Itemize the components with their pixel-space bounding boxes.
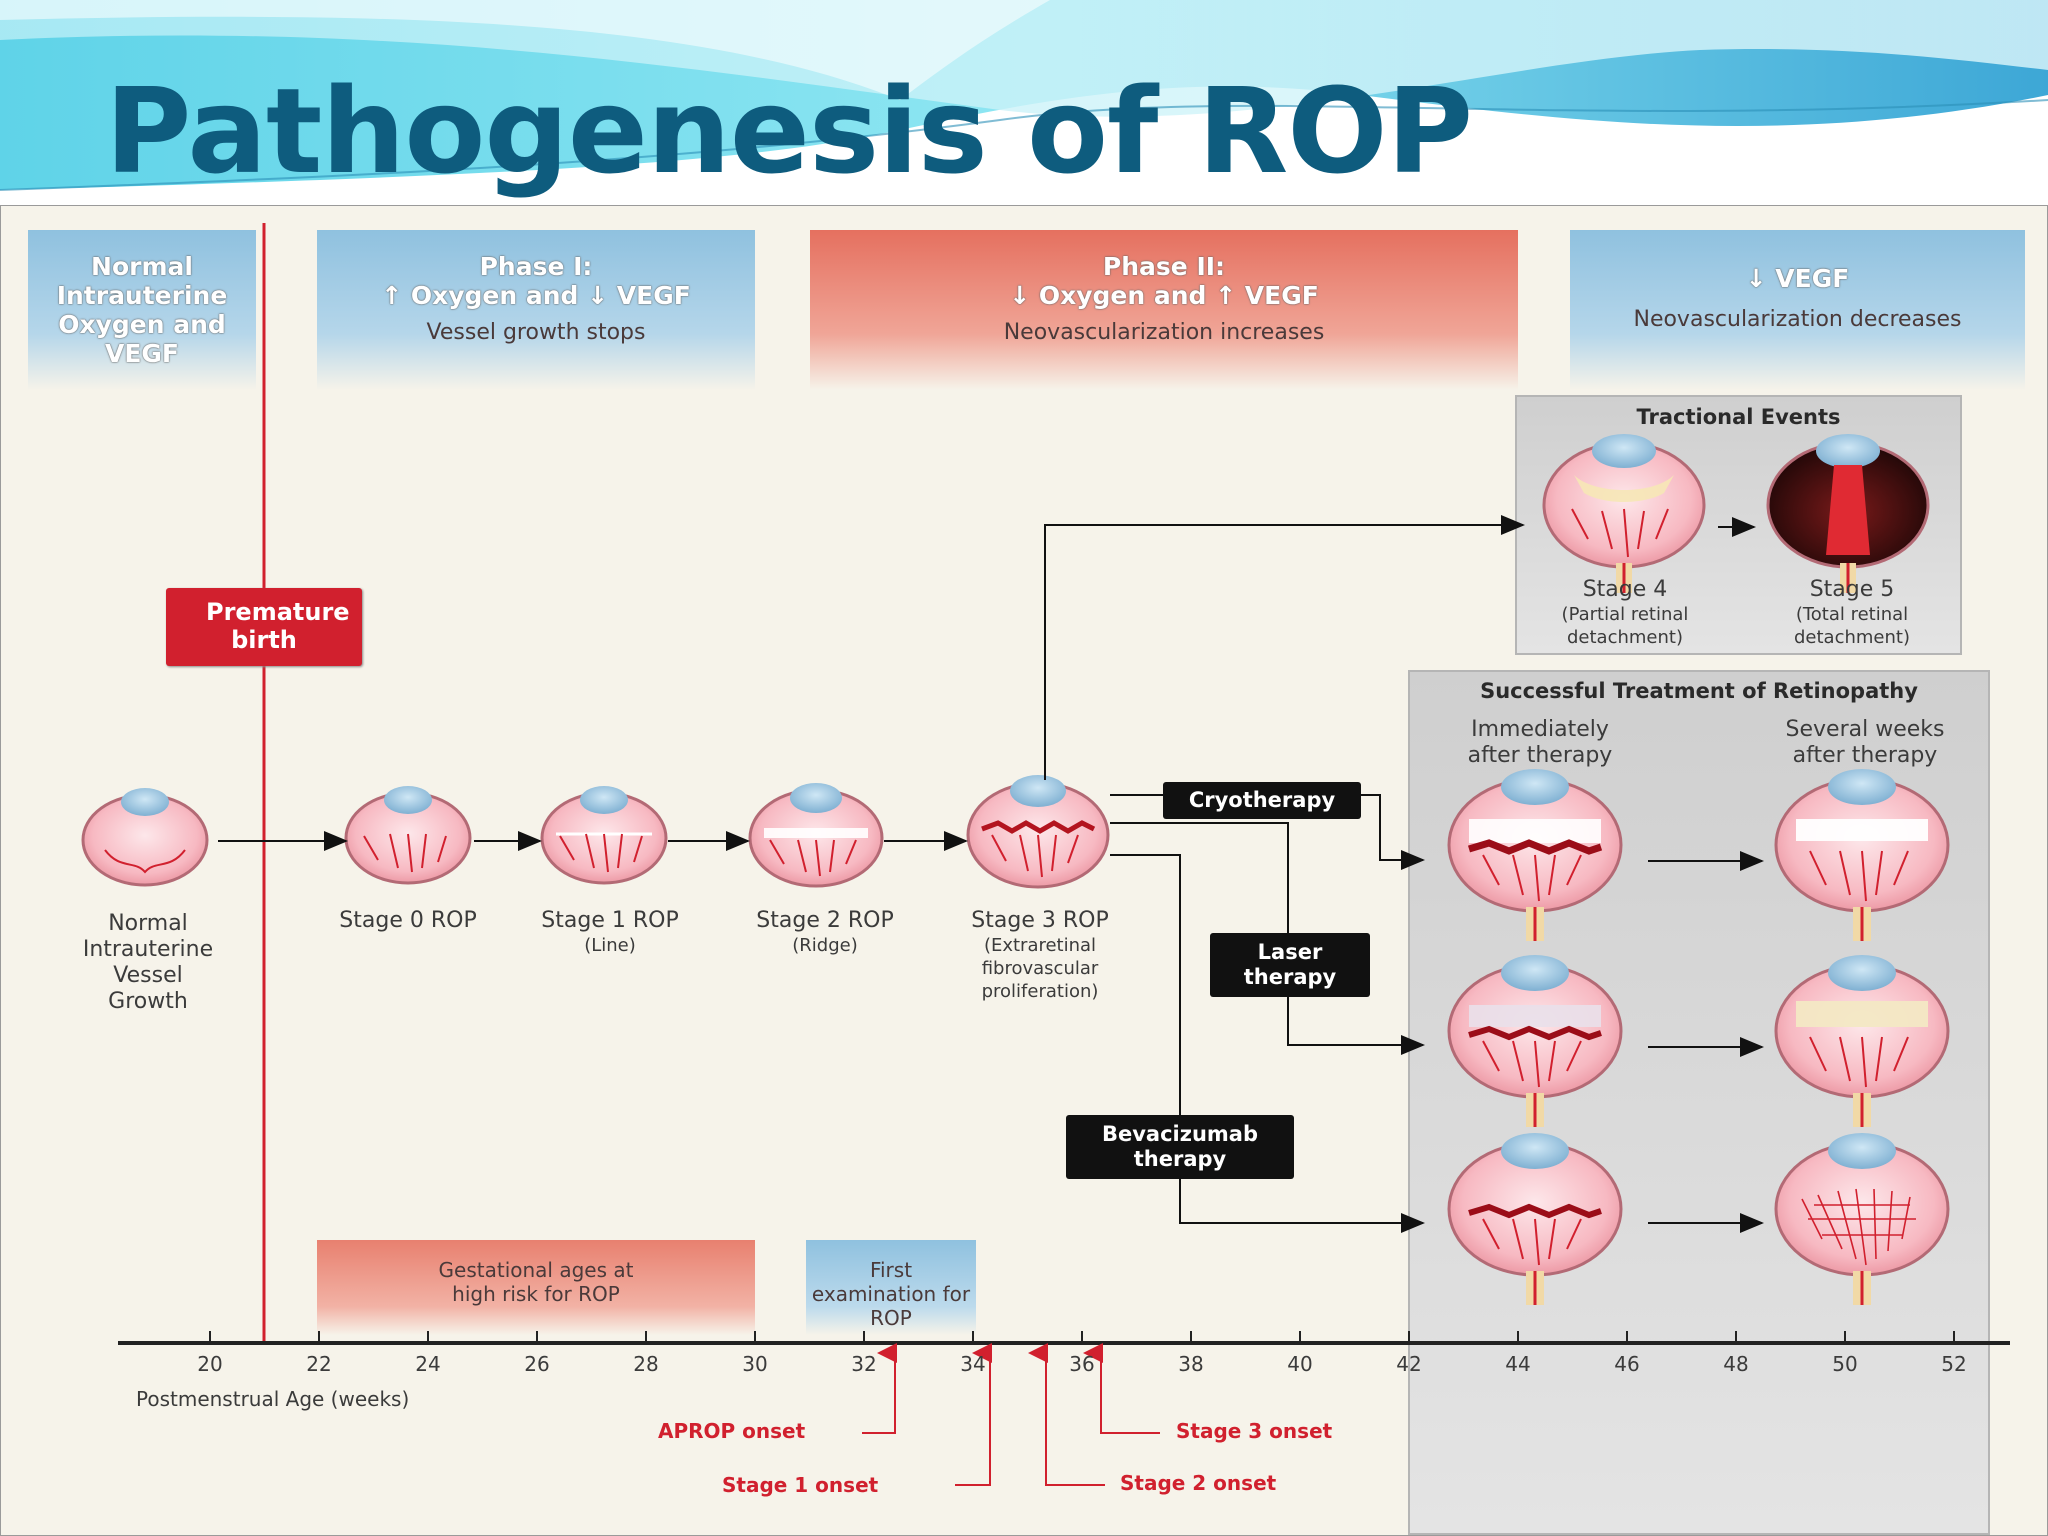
stage-sub-1: (Line): [584, 935, 636, 956]
stage-name-2: Stage 2 ROP: [756, 908, 894, 933]
header-wave-decoration: [0, 0, 2048, 191]
eye-beva-immediate: [1447, 1133, 1623, 1305]
first-exam-label: First examination for ROP: [811, 1258, 971, 1330]
tick-52: 52: [1941, 1352, 1967, 1376]
phase-band-phase2: Phase II: ↓ Oxygen and ↑ VEGF Neovascula…: [810, 230, 1518, 390]
eye-laser-weeks: [1774, 955, 1950, 1127]
laser-therapy-box: Laser therapy: [1210, 933, 1370, 997]
tick-30: 30: [742, 1352, 768, 1376]
tick-32: 32: [851, 1352, 877, 1376]
phase1-heading: Phase I:: [479, 252, 593, 281]
stage-name-normal: Normal Intrauterine Vessel Growth: [82, 911, 214, 1014]
stage-name-1: Stage 1 ROP: [541, 908, 679, 933]
tick-34: 34: [960, 1352, 986, 1376]
eye-cryo-immediate: [1447, 769, 1623, 941]
eye-stage4: [1542, 434, 1706, 593]
axis-title: Postmenstrual Age (weeks): [136, 1387, 410, 1411]
label-stage0: Stage 0 ROP: [318, 908, 498, 934]
eye-cryo-weeks: [1774, 769, 1950, 941]
eye-normal: [81, 788, 209, 887]
tick-46: 46: [1614, 1352, 1640, 1376]
eye-beva-weeks: [1774, 1133, 1950, 1305]
treatment-col-immediately: Immediately after therapy: [1425, 717, 1655, 769]
tick-28: 28: [633, 1352, 659, 1376]
tick-50: 50: [1832, 1352, 1858, 1376]
tick-36: 36: [1069, 1352, 1095, 1376]
age-axis-ticks: [209, 1331, 1955, 1343]
stage5-sub: (Total retinal detachment): [1794, 604, 1910, 648]
stage4-sub: (Partial retinal detachment): [1561, 604, 1689, 648]
tick-24: 24: [415, 1352, 441, 1376]
label-stage3: Stage 3 ROP (Extraretinal fibrovascular …: [955, 908, 1125, 1003]
high-risk-band: Gestational ages at high risk for ROP: [317, 1240, 755, 1335]
stage-sub-3: (Extraretinal fibrovascular proliferatio…: [981, 935, 1099, 1002]
phase2-desc: Neovascularization increases: [1003, 320, 1325, 345]
first-exam-band: First examination for ROP: [806, 1240, 976, 1335]
successful-treatment-title: Successful Treatment of Retinopathy: [1480, 679, 1918, 703]
tractional-events-title: Tractional Events: [1636, 405, 1841, 429]
stage-name-0: Stage 0 ROP: [339, 908, 477, 933]
tick-44: 44: [1505, 1352, 1531, 1376]
phase-band-phase1: Phase I: ↑ Oxygen and ↓ VEGF Vessel grow…: [317, 230, 755, 390]
bevacizumab-therapy-box: Bevacizumab therapy: [1066, 1115, 1294, 1179]
phase1-heading2: ↑ Oxygen and ↓ VEGF: [381, 281, 691, 310]
tick-22: 22: [306, 1352, 332, 1376]
late-heading: ↓ VEGF: [1745, 264, 1850, 293]
eye-laser-immediate: [1447, 955, 1623, 1127]
flow-diagram: [81, 223, 2010, 1486]
diagram-content: Normal Intrauterine Oxygen and VEGF Phas…: [0, 205, 2048, 1536]
eye-stage5: [1766, 434, 1930, 593]
stage2-onset-label: Stage 2 onset: [1120, 1471, 1277, 1495]
label-stage5: Stage 5 (Total retinal detachment): [1762, 577, 1942, 649]
aprop-onset-label: APROP onset: [658, 1419, 806, 1443]
cryotherapy-box: Cryotherapy: [1163, 782, 1361, 819]
phase2-heading2: ↓ Oxygen and ↑ VEGF: [1009, 281, 1319, 310]
onset-pointers: [862, 1343, 1160, 1486]
eye-stage3: [966, 775, 1110, 889]
stage5-name: Stage 5: [1809, 577, 1895, 602]
label-stage1: Stage 1 ROP (Line): [530, 908, 690, 957]
eye-stage2: [748, 783, 884, 888]
tick-26: 26: [524, 1352, 550, 1376]
premature-birth-box: Premature birth: [166, 588, 362, 666]
stage-sub-2: (Ridge): [792, 935, 858, 956]
stage4-name: Stage 4: [1582, 577, 1668, 602]
late-desc: Neovascularization decreases: [1633, 307, 1962, 332]
label-stage2: Stage 2 ROP (Ridge): [740, 908, 910, 957]
tick-48: 48: [1723, 1352, 1749, 1376]
label-stage4: Stage 4 (Partial retinal detachment): [1530, 577, 1720, 649]
high-risk-label: Gestational ages at high risk for ROP: [438, 1258, 634, 1306]
tick-42: 42: [1396, 1352, 1422, 1376]
phase1-desc: Vessel growth stops: [426, 320, 646, 345]
slide-title: Pathogenesis of ROP: [105, 62, 1473, 200]
tick-38: 38: [1178, 1352, 1204, 1376]
label-normal-vessel-growth: Normal Intrauterine Vessel Growth: [78, 911, 218, 1015]
treatment-col2-label: Several weeks after therapy: [1785, 717, 1945, 768]
phase-band-late: ↓ VEGF Neovascularization decreases: [1570, 230, 2025, 390]
stage-name-3: Stage 3 ROP: [971, 908, 1109, 933]
phase-band-normal: Normal Intrauterine Oxygen and VEGF: [28, 230, 256, 390]
phase2-heading: Phase II:: [1102, 252, 1226, 281]
stage3-onset-label: Stage 3 onset: [1176, 1419, 1333, 1443]
treatment-col-several-weeks: Several weeks after therapy: [1745, 717, 1985, 769]
phase-normal-heading: Normal Intrauterine Oxygen and VEGF: [56, 252, 228, 368]
eye-stage1: [540, 786, 668, 885]
stage1-onset-label: Stage 1 onset: [722, 1473, 879, 1497]
tick-20: 20: [197, 1352, 223, 1376]
tick-40: 40: [1287, 1352, 1313, 1376]
eye-stage0: [344, 786, 472, 885]
treatment-col1-label: Immediately after therapy: [1467, 717, 1613, 768]
